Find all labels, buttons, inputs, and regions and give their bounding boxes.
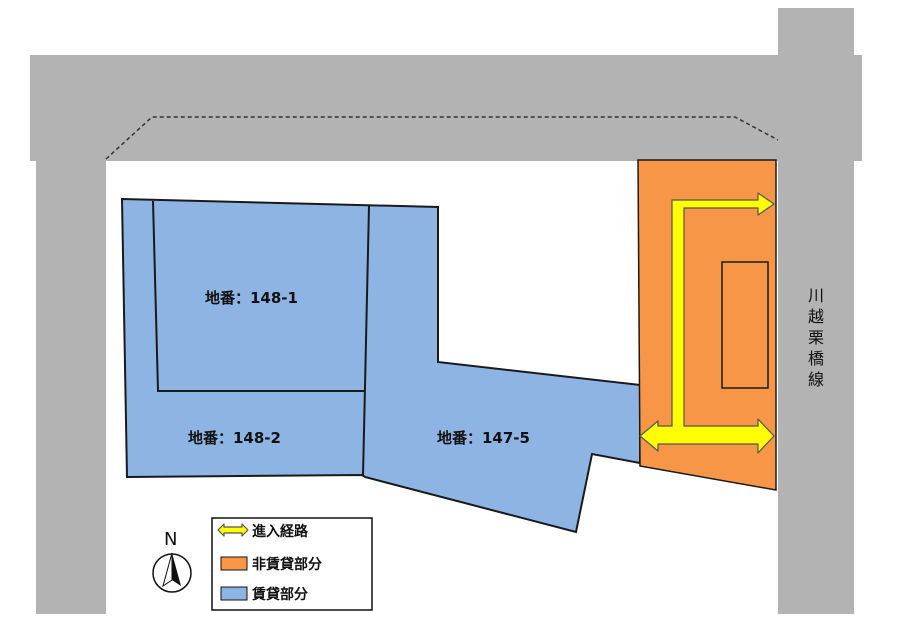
road-name-char: 線 bbox=[808, 370, 824, 389]
right-road bbox=[778, 8, 854, 614]
legend-label-leased: 賃貸部分 bbox=[251, 586, 308, 603]
legend-route-swatch bbox=[217, 523, 249, 537]
legend-non-leased-swatch bbox=[220, 556, 248, 571]
legend-label-non-leased: 非賃貸部分 bbox=[252, 556, 322, 573]
road-boundary-dashed-line bbox=[105, 116, 779, 160]
leased-area bbox=[120, 197, 641, 534]
parcel-148-1-boundary bbox=[152, 200, 365, 392]
lot-label-147-5: 地番：147-5 bbox=[437, 429, 530, 447]
road-name-char: 栗 bbox=[808, 328, 824, 347]
lot-label-148-2: 地番：148-2 bbox=[188, 429, 281, 447]
legend: 進入経路 非賃貸部分 賃貸部分 bbox=[211, 517, 373, 611]
top-road bbox=[30, 55, 862, 161]
access-route-arrow bbox=[639, 192, 775, 454]
road-name-char: 橋 bbox=[808, 349, 824, 368]
building-outline bbox=[721, 261, 769, 389]
north-compass: N bbox=[152, 529, 192, 593]
road-name-char: 川 bbox=[808, 286, 824, 305]
parcel-divider-line bbox=[362, 205, 370, 477]
compass-needle-right bbox=[172, 553, 181, 586]
lot-label-148-1: 地番：148-1 bbox=[205, 289, 298, 307]
road-name-label: 川 越 栗 橋 線 bbox=[808, 286, 824, 389]
compass-north-label: N bbox=[164, 529, 177, 550]
left-road bbox=[36, 80, 106, 614]
legend-label-route: 進入経路 bbox=[252, 523, 309, 540]
road-name-char: 越 bbox=[808, 307, 824, 326]
legend-leased-swatch bbox=[220, 586, 248, 601]
